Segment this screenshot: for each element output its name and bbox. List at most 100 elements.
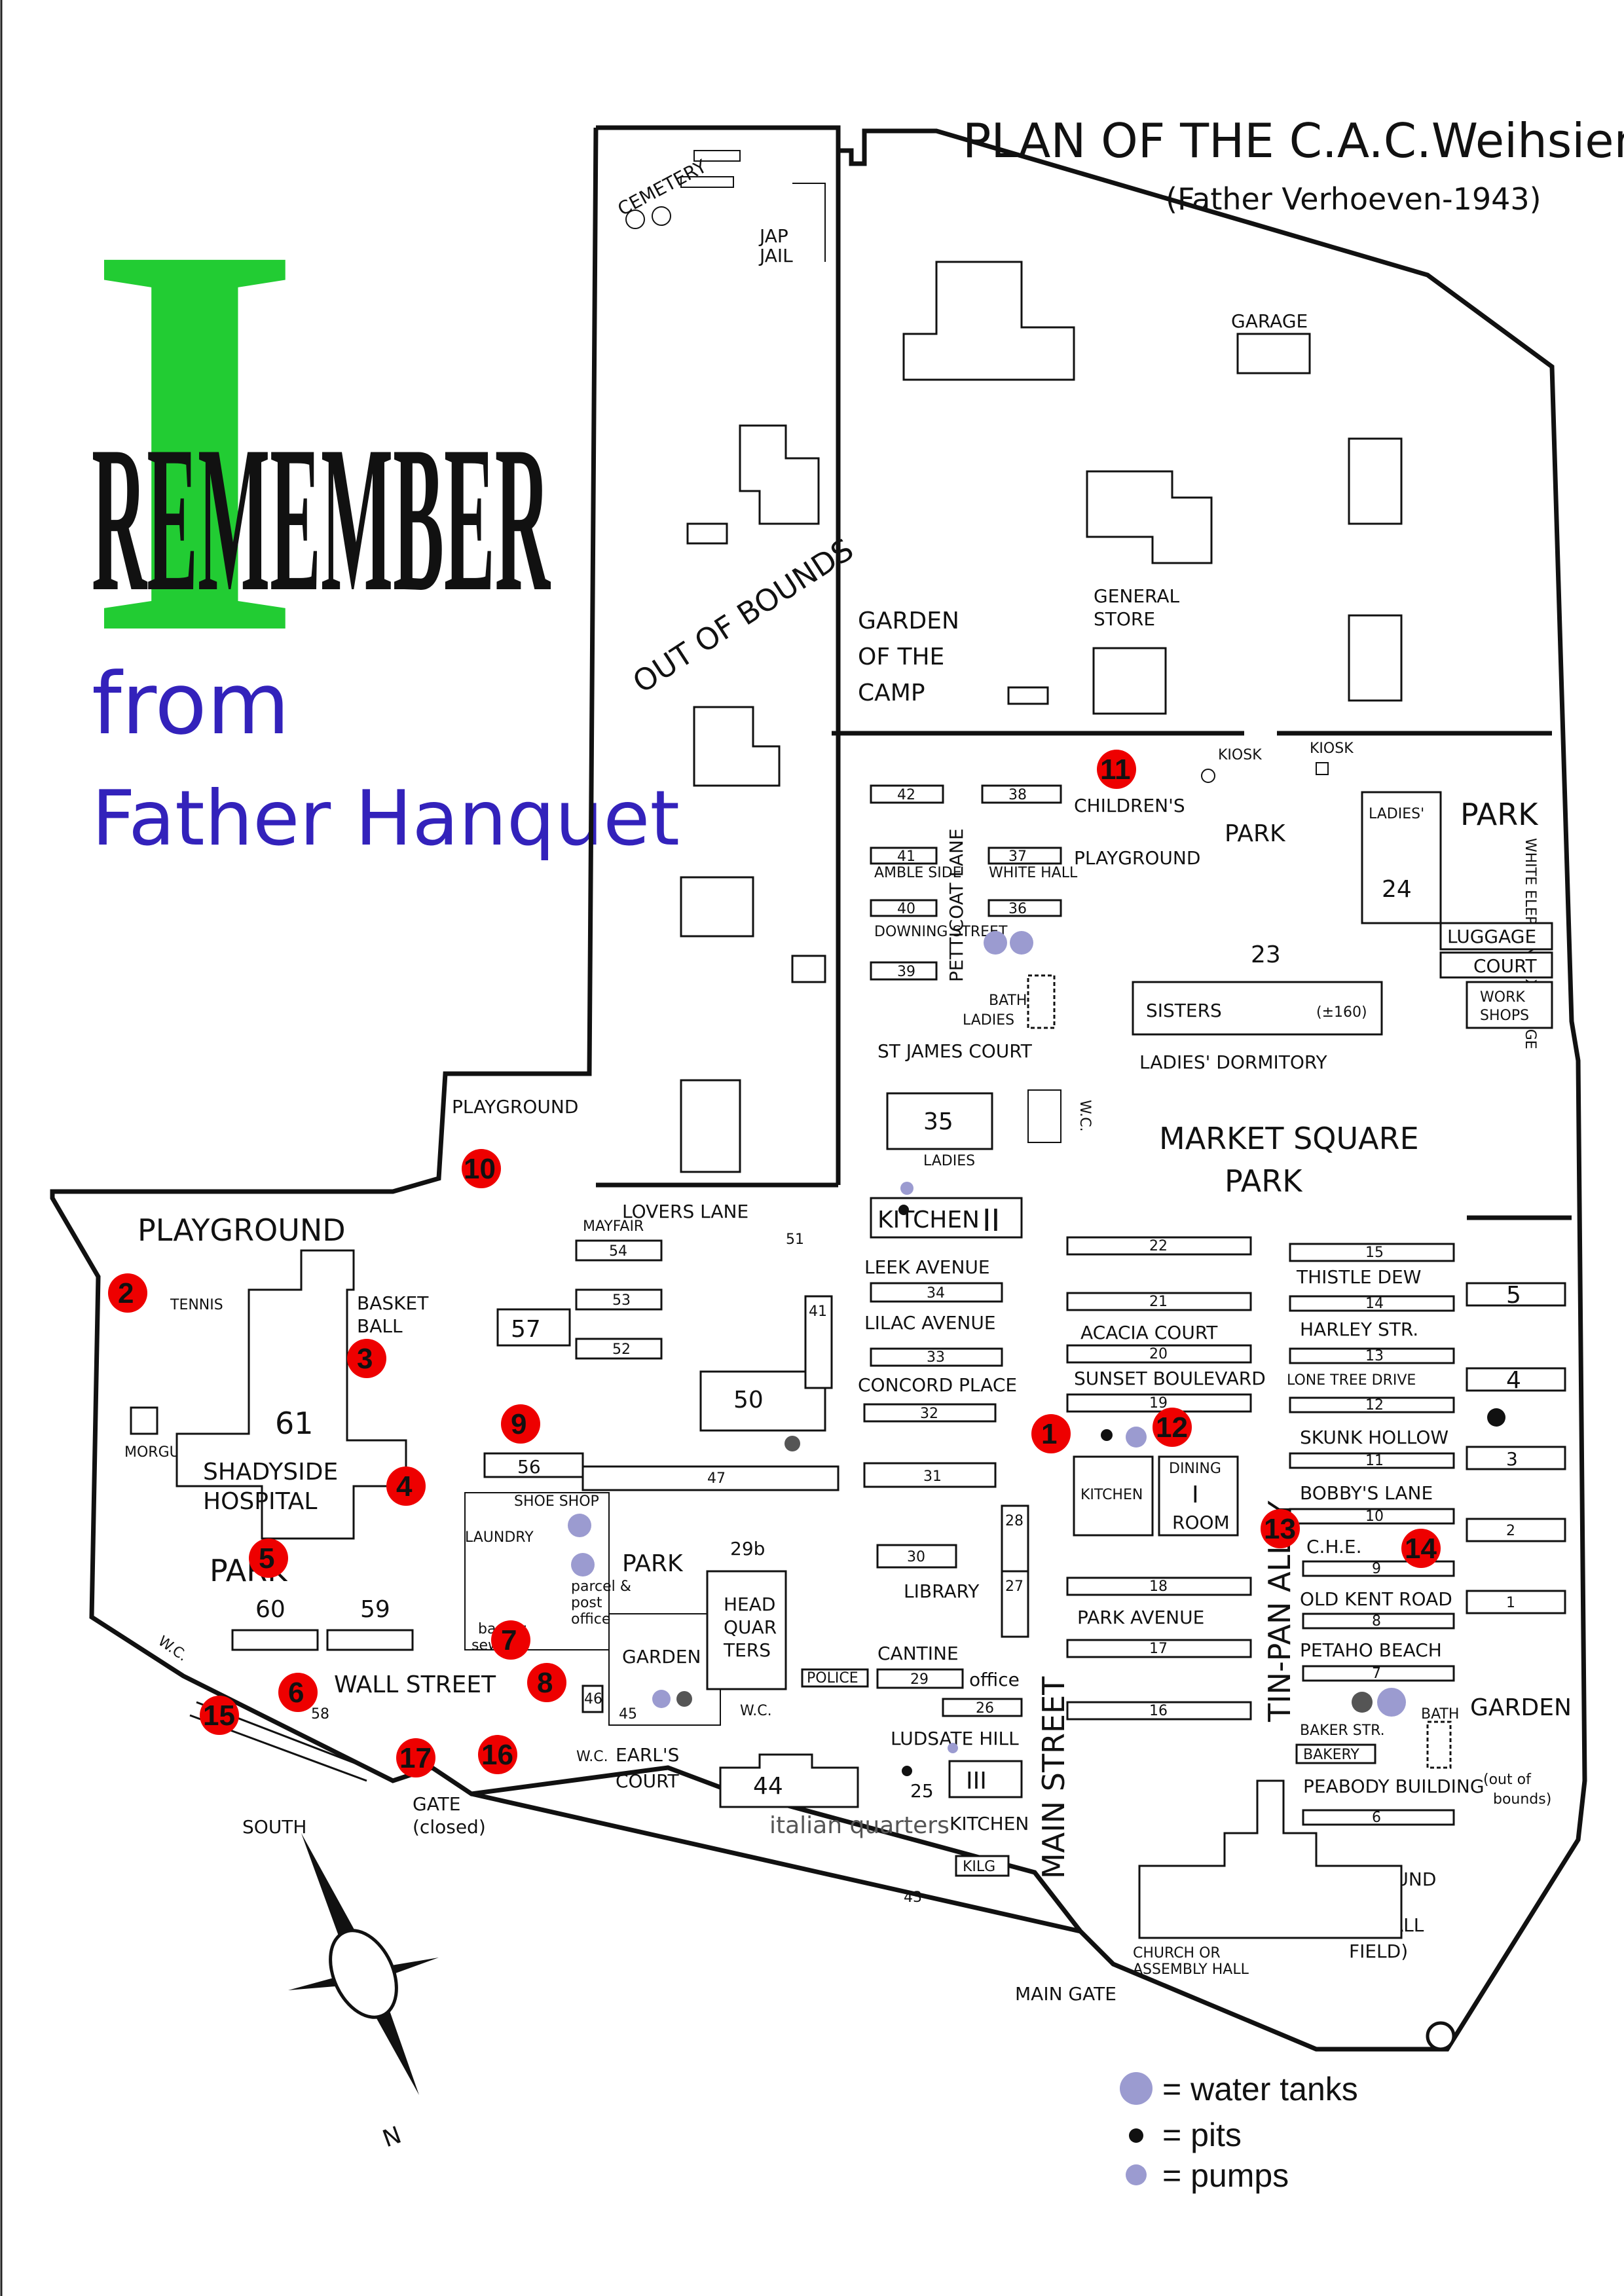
bath-east-label: BATH: [1421, 1706, 1459, 1722]
parcel-3: office: [571, 1611, 610, 1628]
marker-6[interactable]: 6: [278, 1673, 318, 1712]
svg-text:17: 17: [399, 1742, 432, 1774]
gate-1: GATE: [413, 1793, 460, 1815]
svg-text:10: 10: [464, 1153, 496, 1185]
num-42: 42: [897, 787, 915, 803]
ladies-24-label: LADIES': [1369, 806, 1424, 822]
garden-camp-3: CAMP: [858, 680, 925, 706]
num-20: 20: [1149, 1346, 1168, 1362]
num-39: 39: [897, 964, 915, 980]
marker-13[interactable]: 13: [1261, 1509, 1300, 1548]
num-21: 21: [1149, 1294, 1168, 1310]
police-label: POLICE: [807, 1670, 858, 1686]
marker-9[interactable]: 9: [501, 1404, 540, 1444]
white-hall-label: WHITE HALL: [989, 865, 1078, 881]
leek-avenue-label: LEEK AVENUE: [864, 1256, 990, 1278]
num-19: 19: [1149, 1395, 1168, 1412]
garden-camp-2: OF THE: [858, 644, 944, 670]
marker-15[interactable]: 15: [200, 1696, 239, 1735]
marker-3[interactable]: 3: [347, 1339, 386, 1378]
num-52: 52: [612, 1341, 631, 1358]
market-square-2: PARK: [1225, 1163, 1303, 1199]
work-shops-1: WORK: [1480, 989, 1525, 1006]
num-7: 7: [1372, 1666, 1381, 1682]
wc-mid-label: W.C.: [740, 1703, 772, 1719]
sunset-boulevard-label: SUNSET BOULEVARD: [1074, 1368, 1266, 1389]
petaho-beach-label: PETAHO BEACH: [1300, 1639, 1442, 1661]
pit-symbol: [1129, 2128, 1143, 2143]
wc-south-label: W.C.: [576, 1749, 608, 1765]
compass-rose: N: [288, 1833, 439, 2153]
marker-8[interactable]: 8: [527, 1663, 566, 1702]
num-40: 40: [897, 901, 915, 917]
kitchen-iii-num: III: [966, 1768, 987, 1795]
num-44: 44: [753, 1773, 783, 1800]
marker-11[interactable]: 11: [1097, 750, 1136, 789]
num-11: 11: [1365, 1453, 1384, 1469]
lovers-lane-label: LOVERS LANE: [622, 1201, 748, 1222]
num-16: 16: [1149, 1703, 1168, 1719]
east-block: MAIN STREET TIN-PAN ALLEY 22 21 ACACIA C…: [1015, 1236, 1572, 2005]
garden-east-label: GARDEN: [1470, 1694, 1572, 1721]
marker-5[interactable]: 5: [249, 1539, 288, 1578]
marker-16[interactable]: 16: [478, 1735, 517, 1774]
num-61: 61: [275, 1406, 314, 1441]
northeast-block: KIOSK KIOSK CHILDREN'S PLAYGROUND PARK L…: [870, 740, 1553, 1199]
shadyside-1: SHADYSIDE: [203, 1459, 338, 1485]
kiosk-2: KIOSK: [1310, 740, 1354, 757]
num-e2: 2: [1506, 1523, 1515, 1539]
num-45: 45: [619, 1706, 637, 1722]
num-24: 24: [1382, 876, 1412, 903]
lone-tree-drive-label: LONE TREE DRIVE: [1287, 1372, 1416, 1389]
south-label: SOUTH: [242, 1816, 306, 1838]
dining-1: DINING: [1169, 1461, 1221, 1477]
harley-str-label: HARLEY STR.: [1300, 1319, 1418, 1340]
legend: = water tanks = pits = pumps: [1120, 2071, 1358, 2194]
marker-1[interactable]: 1: [1031, 1414, 1071, 1453]
pump-symbol: [1126, 2164, 1147, 2185]
central-block: PLAYGROUND PLAYGROUND LOVERS LANE KITCHE…: [138, 1096, 1029, 1906]
marker-17[interactable]: 17: [396, 1738, 435, 1777]
sisters-count: (±160): [1316, 1004, 1367, 1021]
marker-12[interactable]: 12: [1153, 1408, 1192, 1447]
petticoat-lane-label: PETTICOAT LANE: [946, 828, 967, 982]
num-50: 50: [733, 1387, 764, 1413]
num-51: 51: [786, 1231, 804, 1248]
basketball-2: BALL: [357, 1315, 403, 1337]
acacia-court-label: ACACIA COURT: [1080, 1322, 1218, 1343]
marker-7[interactable]: 7: [491, 1620, 530, 1660]
poster-title: I REMEMBER from Father Hanquet: [85, 128, 680, 863]
map-title: PLAN OF THE C.A.C.Weihsien (Father Verho…: [963, 113, 1624, 217]
hq-3: TERS: [723, 1639, 771, 1661]
num-17: 17: [1149, 1641, 1168, 1657]
svg-text:1: 1: [1041, 1418, 1057, 1450]
garage-label: GARAGE: [1231, 310, 1308, 332]
marker-2[interactable]: 2: [108, 1273, 147, 1313]
svg-text:7: 7: [501, 1624, 517, 1656]
svg-text:9: 9: [511, 1408, 526, 1440]
st-james-court-label: ST JAMES COURT: [877, 1040, 1033, 1062]
num-56: 56: [517, 1456, 541, 1478]
author-name: Father Hanquet: [92, 774, 680, 863]
parcel-1: parcel &: [571, 1578, 631, 1595]
num-22: 22: [1149, 1238, 1168, 1254]
num-29b: 29b: [730, 1538, 765, 1559]
num-18: 18: [1149, 1578, 1168, 1595]
water-tank-symbol: [1120, 2072, 1153, 2105]
garden-camp-1: GARDEN: [858, 608, 959, 634]
gate-2: (closed): [413, 1816, 486, 1838]
num-35: 35: [923, 1108, 953, 1135]
num-30: 30: [907, 1549, 925, 1565]
earls-court-2: COURT: [616, 1770, 680, 1792]
num-6-house: PEABODY BUILDING: [1303, 1776, 1485, 1797]
marker-10[interactable]: 10: [462, 1149, 501, 1188]
num-34: 34: [927, 1285, 945, 1302]
marker-14[interactable]: 14: [1401, 1529, 1441, 1568]
num-14: 14: [1365, 1296, 1384, 1312]
svg-text:2: 2: [118, 1277, 134, 1309]
big-letter-i: I: [85, 128, 304, 751]
kitchen-i-label: KITCHEN: [1080, 1487, 1143, 1503]
legend-pits: = pits: [1162, 2117, 1242, 2153]
num-15: 15: [1365, 1245, 1384, 1261]
marker-4[interactable]: 4: [386, 1467, 426, 1506]
